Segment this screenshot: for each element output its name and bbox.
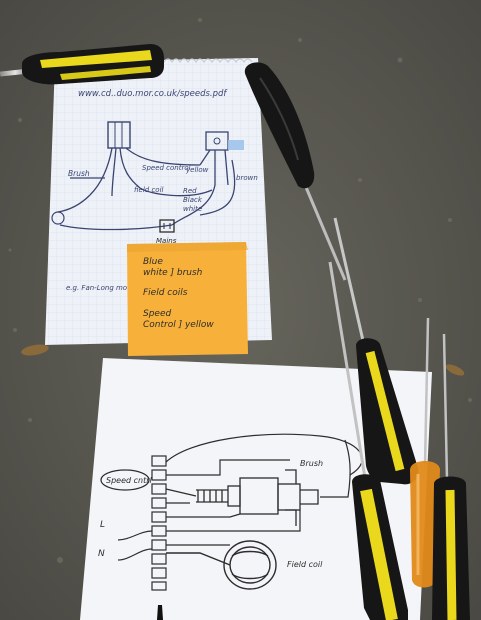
top-connector-block	[107, 121, 131, 149]
bottom-label-n: N	[98, 549, 105, 559]
top-label-brush: Brush	[68, 169, 90, 178]
top-sheet-url: www.cd..duo.mor.co.uk/speeds.pdf	[78, 89, 228, 99]
field-coil-drawing	[166, 540, 277, 590]
top-label-black: Black	[183, 196, 203, 204]
leaf-debris	[445, 364, 465, 376]
screwdriver-right-yellow	[333, 217, 419, 485]
top-label-yellow: yellow	[185, 166, 209, 174]
sticky-note: Blue white ] brush Field coils Speed Con…	[127, 242, 248, 356]
top-label-mains: Mains	[156, 237, 177, 245]
leaf-debris	[21, 344, 49, 356]
sticky-line-4: Speed	[143, 309, 172, 319]
screwdriver-top-right	[244, 62, 347, 281]
sticky-line-2: white ] brush	[143, 268, 203, 278]
top-field-coil-symbol	[51, 211, 65, 225]
top-label-red: Red	[183, 187, 197, 195]
top-label-field-coil: field coil	[134, 186, 164, 194]
motor-drawing	[196, 469, 319, 526]
pen-tip	[157, 605, 163, 620]
bottom-label-field-coil: Field coil	[287, 560, 323, 569]
screwdriver-orange	[410, 317, 440, 588]
top-label-speed-control: Speed control	[142, 164, 191, 172]
sticky-line-1: Blue	[143, 257, 163, 267]
top-label-fan-note: e.g. Fan-Long motor	[66, 284, 138, 292]
sticky-line-5: Control ] yellow	[143, 320, 214, 330]
screwdriver-far-right	[432, 333, 470, 620]
screwdriver-center-long	[328, 261, 408, 620]
concrete-speckle	[8, 18, 472, 563]
top-wires	[57, 147, 236, 231]
bottom-label-brush: Brush	[300, 459, 323, 468]
top-mains-plug	[159, 219, 175, 233]
bottom-label-speed-control: Speed cntrl	[106, 476, 153, 485]
speed-control-oval	[100, 469, 150, 491]
bottom-sheet: Speed cntrl	[80, 358, 432, 620]
top-label-white: white	[183, 205, 202, 213]
blue-tab	[228, 140, 244, 150]
bottom-label-l: L	[100, 520, 105, 530]
sticky-line-3: Field coils	[143, 288, 188, 298]
screwdriver-top-left	[0, 44, 164, 85]
top-label-brown: brown	[236, 174, 258, 182]
